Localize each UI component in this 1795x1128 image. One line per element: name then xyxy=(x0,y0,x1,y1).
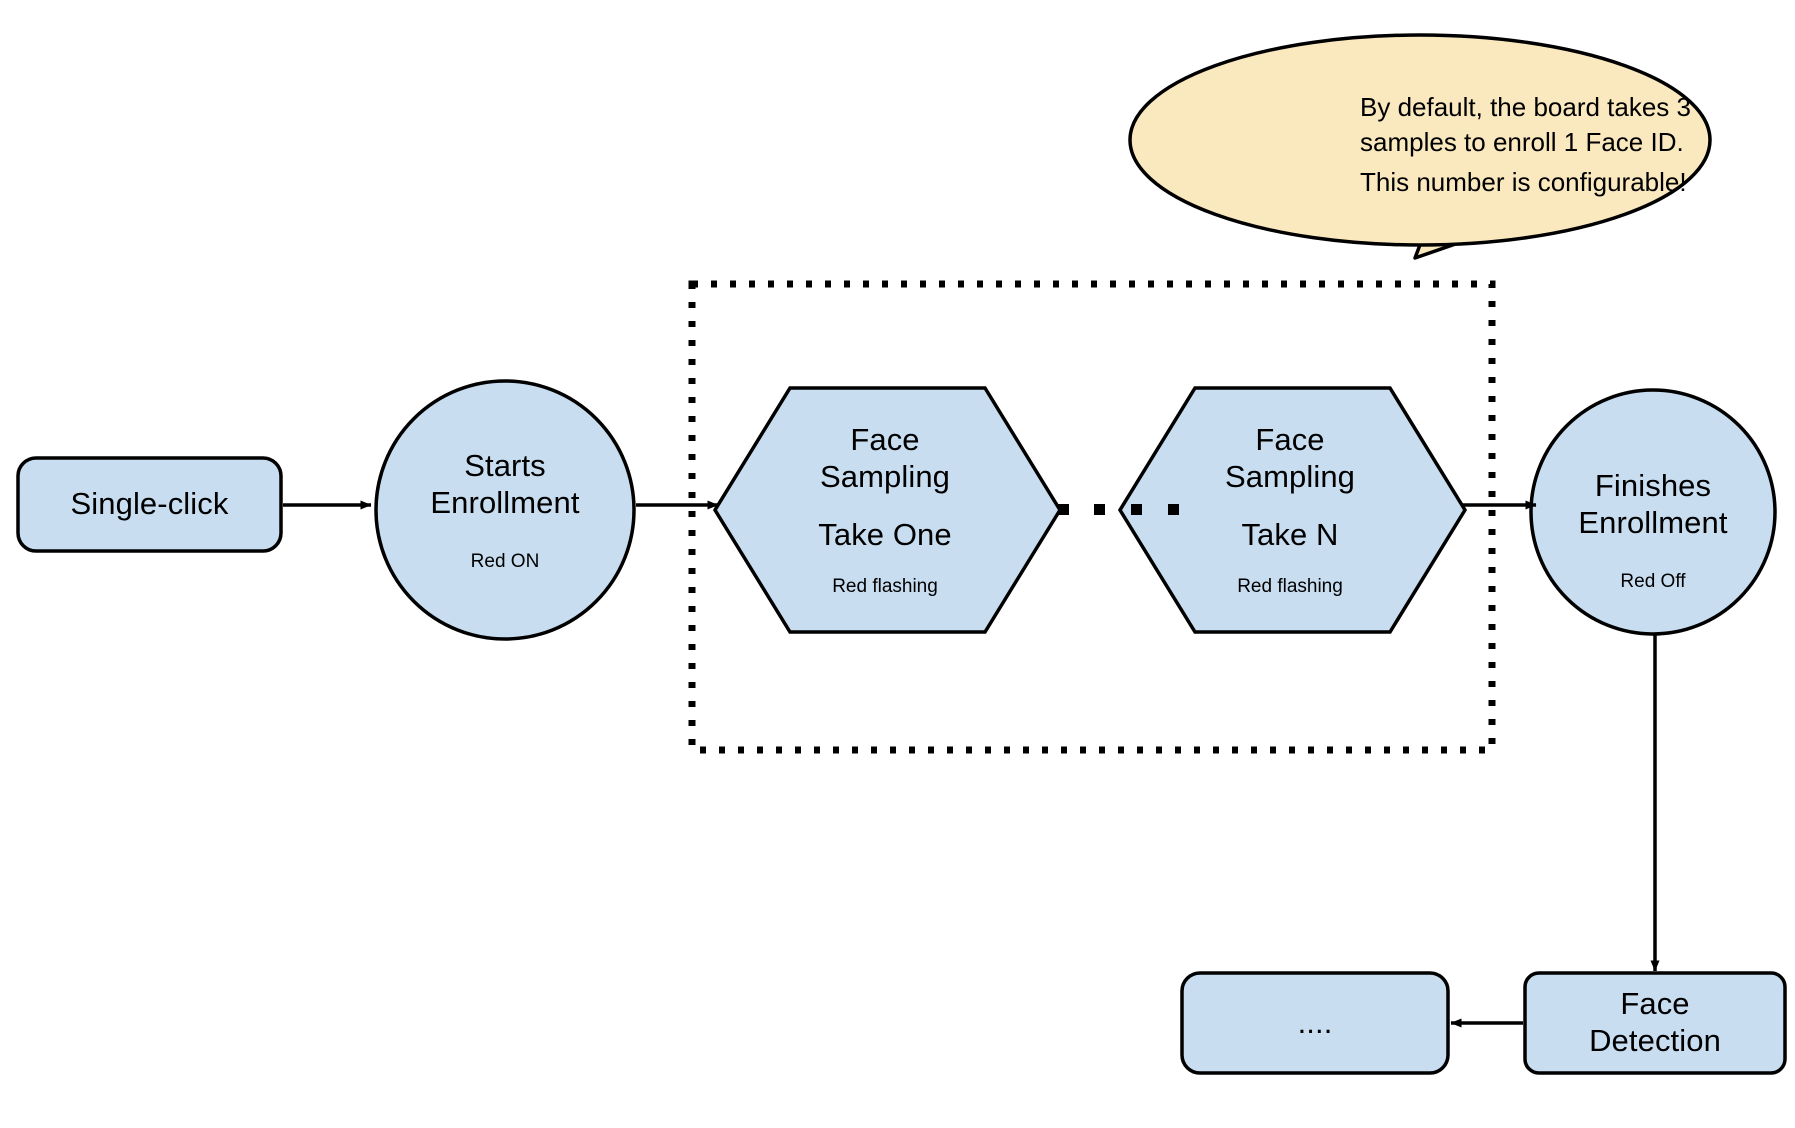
sampling-group-box xyxy=(688,280,1496,754)
starts-enrollment-shape[interactable] xyxy=(374,379,636,641)
finishes-enrollment-shape[interactable] xyxy=(1529,388,1777,636)
sampling-ellipsis-dots xyxy=(1058,504,1179,515)
continuation-shape[interactable] xyxy=(1180,971,1450,1075)
face-detection-shape[interactable] xyxy=(1523,971,1787,1075)
face-sampling-n-shape[interactable] xyxy=(1117,386,1468,634)
callout-balloon-shape xyxy=(1128,33,1712,260)
face-sampling-one-shape[interactable] xyxy=(712,386,1063,634)
single-click-shape[interactable] xyxy=(16,456,283,553)
